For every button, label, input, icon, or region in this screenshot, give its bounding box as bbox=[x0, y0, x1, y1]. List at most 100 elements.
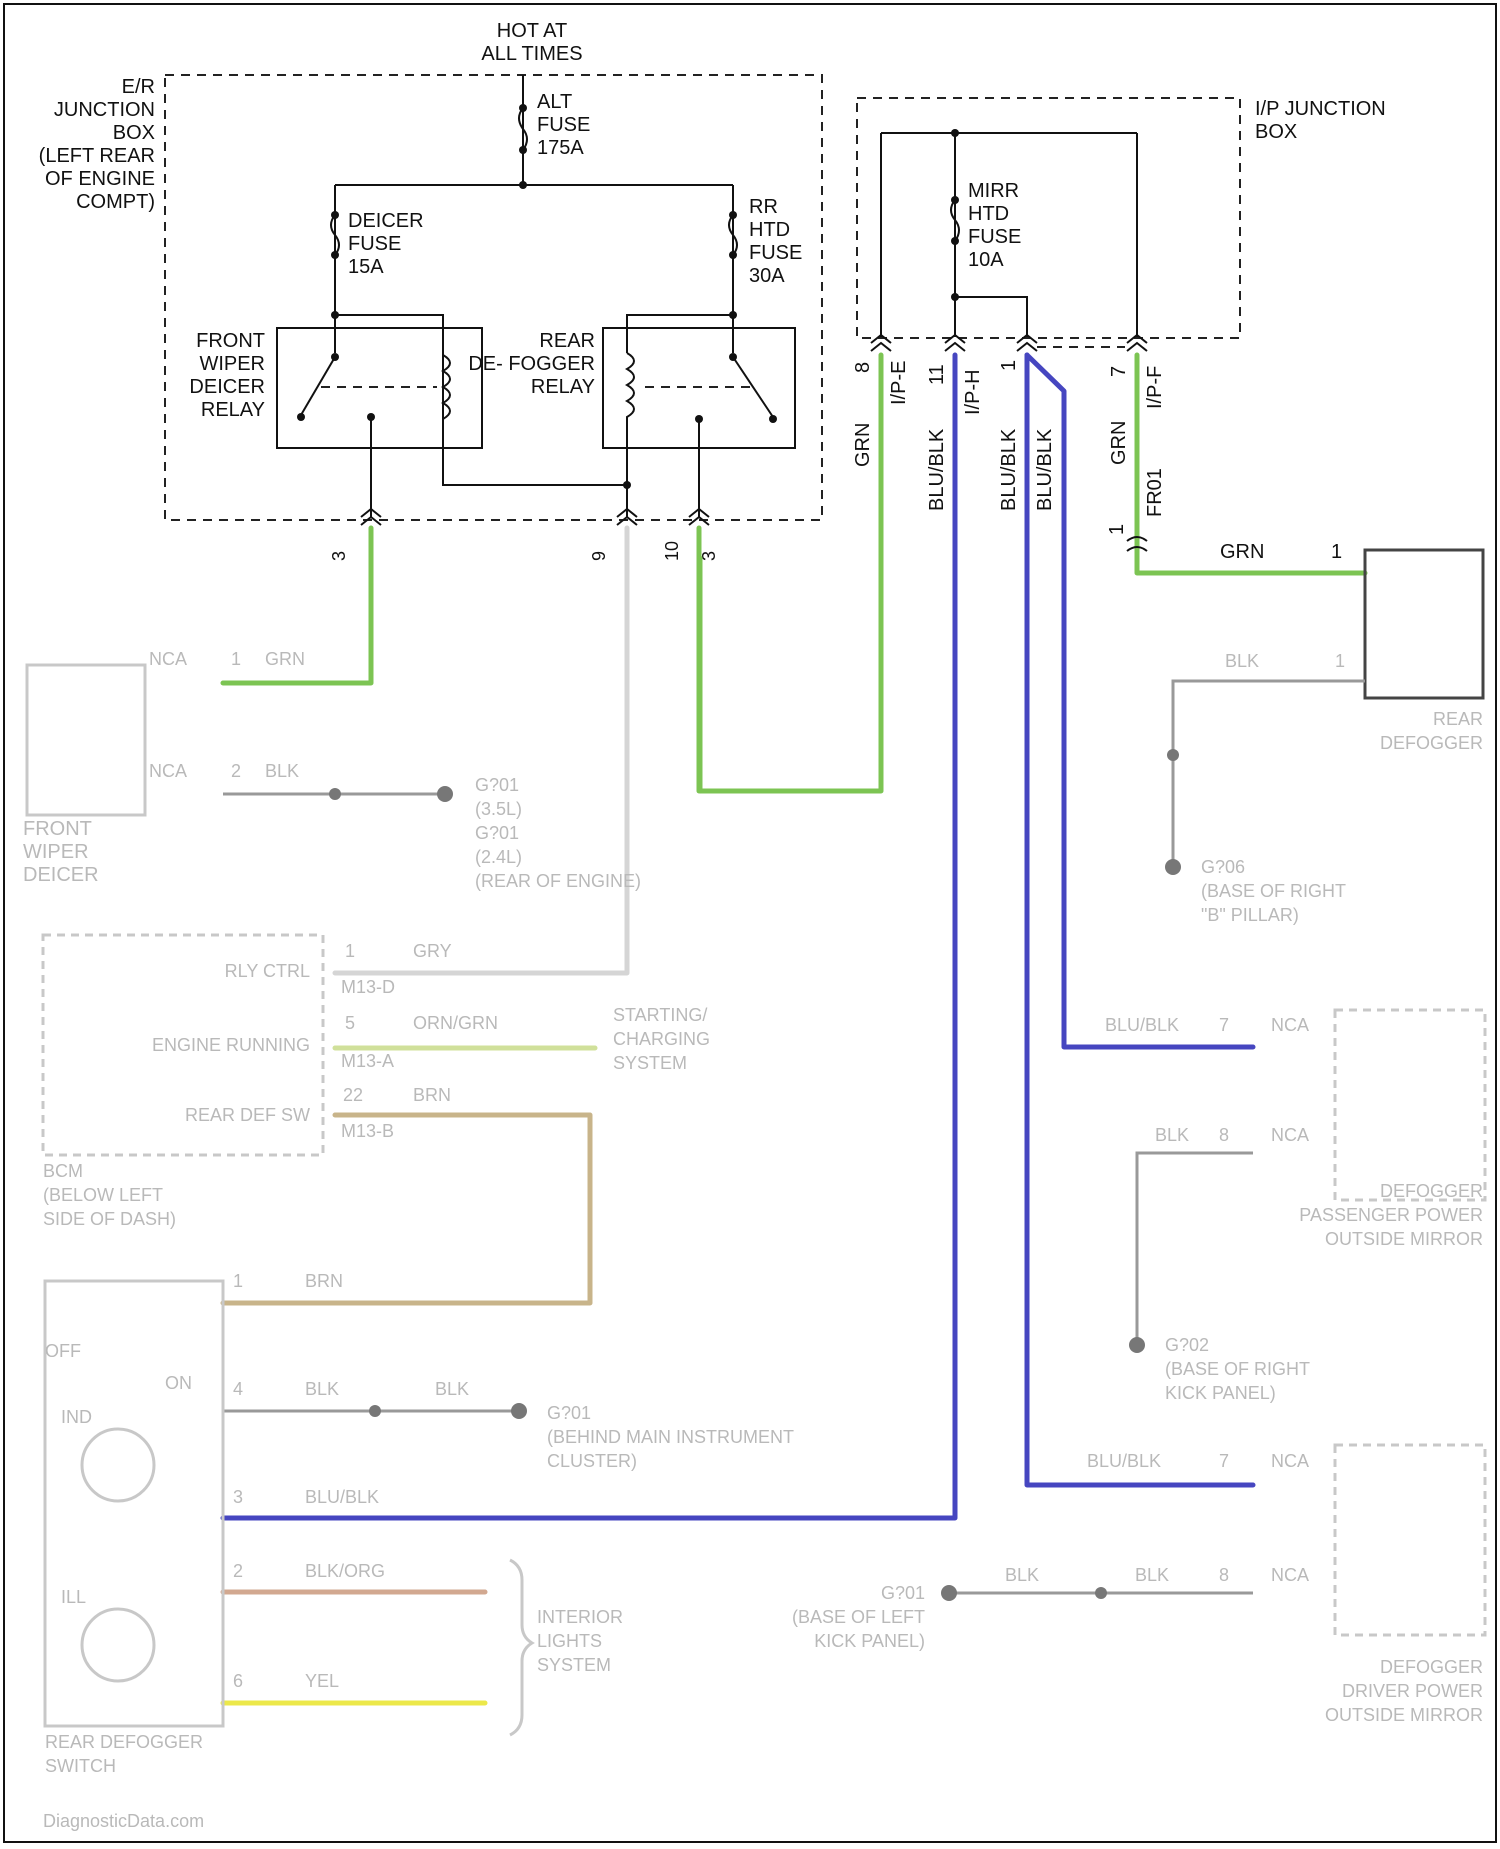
ip-1-pin: 1 bbox=[998, 360, 1020, 371]
rear-relay-coil-feed bbox=[627, 315, 733, 353]
bcm-rly-ctrl: RLY CTRL bbox=[225, 961, 310, 981]
front-wiper-deicer-label: FRONTWIPERDEICER bbox=[23, 818, 99, 886]
bcm-rly-pin: 1 bbox=[345, 941, 355, 961]
passenger-mirror-box bbox=[1335, 1010, 1485, 1200]
switch-ind: IND bbox=[61, 1407, 92, 1427]
switch-ill: ILL bbox=[61, 1587, 86, 1607]
rear-defogger-box bbox=[1365, 550, 1483, 698]
ip-1-wire: BLU/BLK bbox=[998, 428, 1020, 511]
front-wiper-deicer-box bbox=[27, 665, 145, 815]
switch-p6: 6 bbox=[233, 1671, 243, 1691]
passenger-mirror-gconn: NCA bbox=[1271, 1125, 1309, 1145]
driver-mirror-conn: NCA bbox=[1271, 1451, 1309, 1471]
er-pin-3: 10 bbox=[662, 541, 682, 561]
bcm-rly-conn: M13-D bbox=[341, 977, 395, 997]
deicer-pin1-conn: NCA bbox=[149, 649, 187, 669]
wiring-diagram: 3 9 10 3 8 I/P-E GRN 11 I/P-H BLU/BLK 1 … bbox=[3, 3, 1497, 1843]
bcm-eng-conn: M13-A bbox=[341, 1051, 394, 1071]
switch-p3-wire: BLU/BLK bbox=[305, 1487, 379, 1507]
driver-mirror-gwire2: BLK bbox=[1135, 1565, 1169, 1585]
fr01-pin: 1 bbox=[1106, 524, 1128, 535]
rear-defogger-gpin: 1 bbox=[1335, 651, 1345, 671]
switch-p2-wire: BLK/ORG bbox=[305, 1561, 385, 1581]
lower-diagram-section: FRONTWIPERDEICER 1 NCA GRN 2 NCA BLK G?0… bbox=[23, 528, 1485, 1831]
ip-e-conn: I/P-E bbox=[888, 361, 910, 405]
ip-h-pin: 11 bbox=[926, 364, 948, 385]
rear-defogger-gwire: BLK bbox=[1225, 651, 1259, 671]
er-pin-2: 9 bbox=[589, 551, 609, 561]
indicator-lamp bbox=[82, 1429, 154, 1501]
switch-p1-wire: BRN bbox=[305, 1271, 343, 1291]
switch-p6-wire: YEL bbox=[305, 1671, 339, 1691]
ip-branch-3 bbox=[955, 297, 1027, 337]
driver-mirror-gwire: BLK bbox=[1005, 1565, 1039, 1585]
er-connectors bbox=[361, 509, 709, 525]
passenger-mirror-conn: NCA bbox=[1271, 1015, 1309, 1035]
switch-p1: 1 bbox=[233, 1271, 243, 1291]
ip-1b-wire: BLU/BLK bbox=[1034, 428, 1056, 511]
blk-ground-wire-rear-defogger bbox=[1173, 681, 1365, 865]
ip-h-wire: BLU/BLK bbox=[926, 428, 948, 511]
ip-f-conn: I/P-F bbox=[1144, 366, 1166, 409]
switch-p3: 3 bbox=[233, 1487, 243, 1507]
bcm-sw-wire: BRN bbox=[413, 1085, 451, 1105]
illumination-lamp bbox=[82, 1609, 154, 1681]
rear-defogger-ground-label: G?06(BASE OF RIGHT"B" PILLAR) bbox=[1201, 857, 1346, 925]
deicer-pin2: 2 bbox=[231, 761, 241, 781]
blk-ground-wire-passenger bbox=[1137, 1153, 1253, 1345]
front-relay-coil bbox=[443, 355, 450, 419]
bcm-engine-running: ENGINE RUNNING bbox=[152, 1035, 310, 1055]
interior-lights-label: INTERIORLIGHTSSYSTEM bbox=[537, 1607, 623, 1675]
switch-p4: 4 bbox=[233, 1379, 243, 1399]
front-wiper-deicer-relay bbox=[277, 328, 482, 448]
bcm-rear-def-sw: REAR DEF SW bbox=[185, 1105, 310, 1125]
passenger-mirror-wire: BLU/BLK bbox=[1105, 1015, 1179, 1035]
deicer-pin1: 1 bbox=[231, 649, 241, 669]
passenger-mirror-gpin: 8 bbox=[1219, 1125, 1229, 1145]
rear-relay-coil bbox=[627, 353, 634, 485]
passenger-mirror-gwire: BLK bbox=[1155, 1125, 1189, 1145]
driver-mirror-gconn: NCA bbox=[1271, 1565, 1309, 1585]
bcm-eng-pin: 5 bbox=[345, 1013, 355, 1033]
watermark: DiagnosticData.com bbox=[43, 1811, 204, 1831]
blu-blk-wire-ip-1b bbox=[1027, 355, 1253, 1047]
rear-relay-switch bbox=[733, 357, 773, 417]
rear-defogger-pin: 1 bbox=[1331, 541, 1342, 563]
switch-p4-wire: BLK bbox=[305, 1379, 339, 1399]
deicer-pin1-wire: GRN bbox=[265, 649, 305, 669]
brn-wire-rear-def-sw bbox=[223, 1115, 590, 1303]
blu-blk-wire-ip-h bbox=[223, 355, 955, 1518]
wiring-diagram-svg: 3 9 10 3 8 I/P-E GRN 11 I/P-H BLU/BLK 1 … bbox=[5, 5, 1495, 1841]
deicer-pin2-conn: NCA bbox=[149, 761, 187, 781]
ip-f-pin: 7 bbox=[1108, 366, 1130, 377]
interior-lights-bracket bbox=[510, 1560, 532, 1735]
fr01-label: FR01 bbox=[1144, 468, 1166, 517]
bcm-rly-wire: GRY bbox=[413, 941, 452, 961]
grn-wire-ip-e bbox=[700, 355, 881, 791]
deicer-pin2-wire: BLK bbox=[265, 761, 299, 781]
switch-p4-wire2: BLK bbox=[435, 1379, 469, 1399]
driver-mirror-gpin: 8 bbox=[1219, 1565, 1229, 1585]
rear-defogger-wire: GRN bbox=[1220, 541, 1264, 563]
switch-off: OFF bbox=[45, 1341, 81, 1361]
ip-e-wire: GRN bbox=[852, 423, 874, 467]
driver-mirror-box bbox=[1335, 1445, 1485, 1635]
er-junction-box-outline bbox=[165, 75, 822, 520]
